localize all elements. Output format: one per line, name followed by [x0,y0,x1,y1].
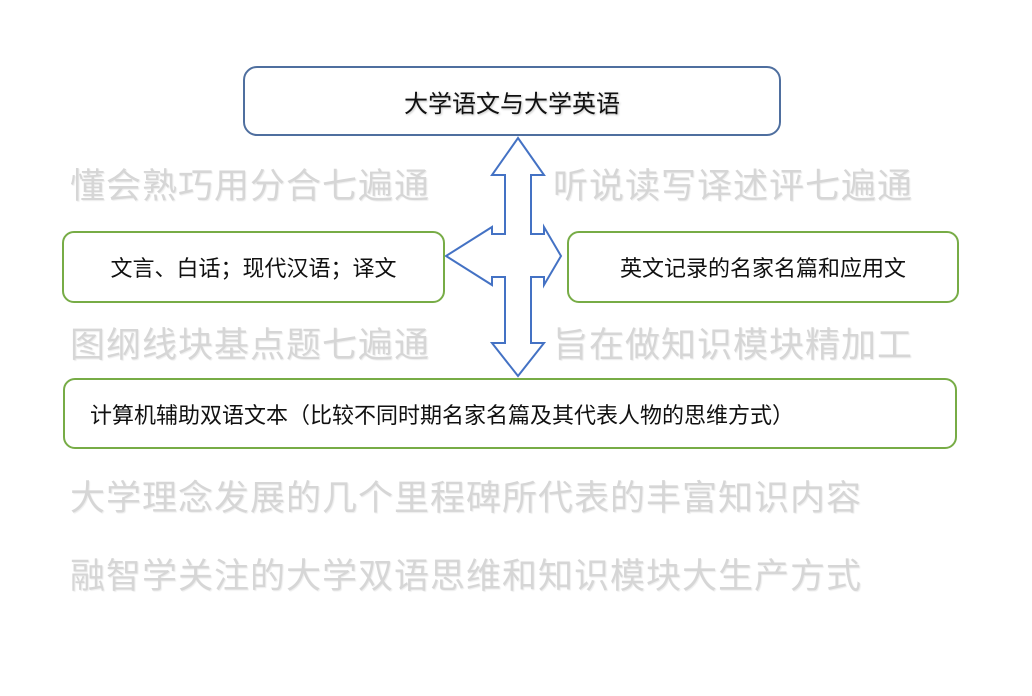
top-node-box: 大学语文与大学英语 [243,66,781,136]
watermark-row1-left: 懂会熟巧用分合七遍通 [70,167,431,207]
left-node-box: 文言、白话；现代汉语；译文 [62,231,445,303]
bottom-node-box: 计算机辅助双语文本（比较不同时期名家名篇及其代表人物的思维方式） [63,378,957,449]
bottom-node-label: 计算机辅助双语文本（比较不同时期名家名篇及其代表人物的思维方式） [90,403,795,429]
watermark-row2-right: 旨在做知识模块精加工 [553,326,914,366]
left-node-label: 文言、白话；现代汉语；译文 [110,257,397,282]
watermark-row4: 融智学关注的大学双语思维和知识模块大生产方式 [70,557,863,597]
top-node-label: 大学语文与大学英语 [404,89,620,118]
right-node-box: 英文记录的名家名篇和应用文 [567,231,959,303]
watermark-row2-left: 图纲线块基点题七遍通 [70,326,431,366]
watermark-row1-right: 听说读写译述评七遍通 [553,167,914,207]
watermark-row3: 大学理念发展的几个里程碑所代表的丰富知识内容 [70,479,863,519]
right-node-label: 英文记录的名家名篇和应用文 [619,257,906,282]
